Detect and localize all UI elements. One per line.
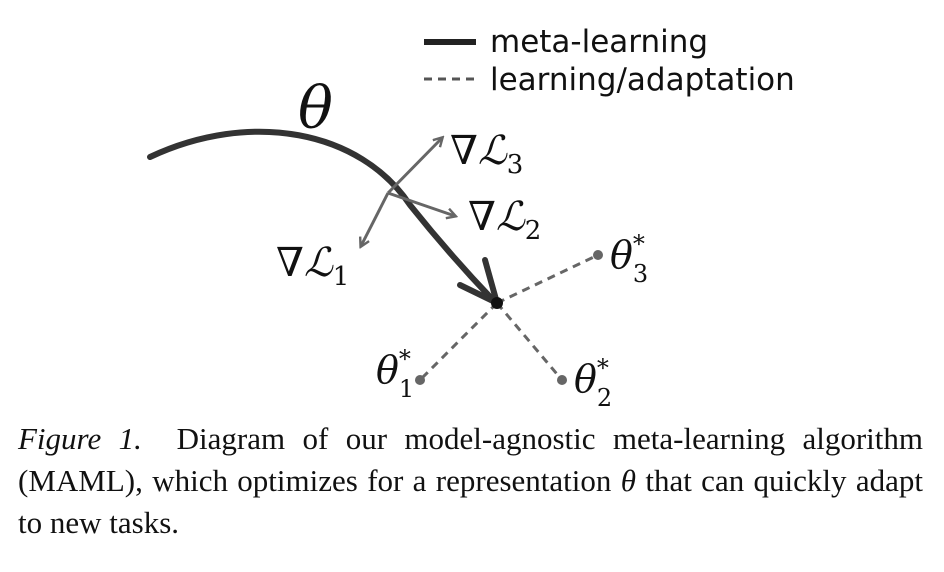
theta-star-2-label: θ*2 [574,354,612,412]
grad-arrow-2 [387,191,455,216]
figure-caption-text-after: that can quickly adapt to new tasks. [18,463,924,540]
theta-star-3-point [593,250,603,260]
legend-label-meta-learning: meta-learning [490,24,708,60]
theta-star-3-label: θ*3 [610,230,648,288]
adaptation-line-1 [418,301,499,382]
meta-learning-path [147,128,496,303]
theta-star-1-label: θ*1 [376,345,414,403]
legend-label-learning-adaptation: learning/adaptation [490,62,795,98]
figure-caption-theta: θ [620,463,636,498]
grad-loss-1-label: ∇ℒ1 [276,240,349,292]
grad-loss-3-label: ∇ℒ3 [450,128,523,180]
theta-star-2-point [557,375,567,385]
figure-caption-label: Figure 1. [18,421,142,456]
legend: meta-learning learning/adaptation [424,24,795,98]
theta-label: θ [298,74,333,142]
figure-caption: Figure 1. Diagram of our model-agnostic … [18,418,923,544]
meta-parameter-point [491,297,503,309]
theta-star-1-point [415,375,425,385]
adaptation-line-3 [496,253,599,305]
adaptation-line-2 [495,302,564,381]
grad-loss-2-label: ∇ℒ2 [468,194,541,246]
grad-arrow-3 [386,138,442,195]
figure-caption-text-before: Diagram of our model-agnostic meta-learn… [18,421,923,498]
grad-arrow-1 [361,192,390,246]
